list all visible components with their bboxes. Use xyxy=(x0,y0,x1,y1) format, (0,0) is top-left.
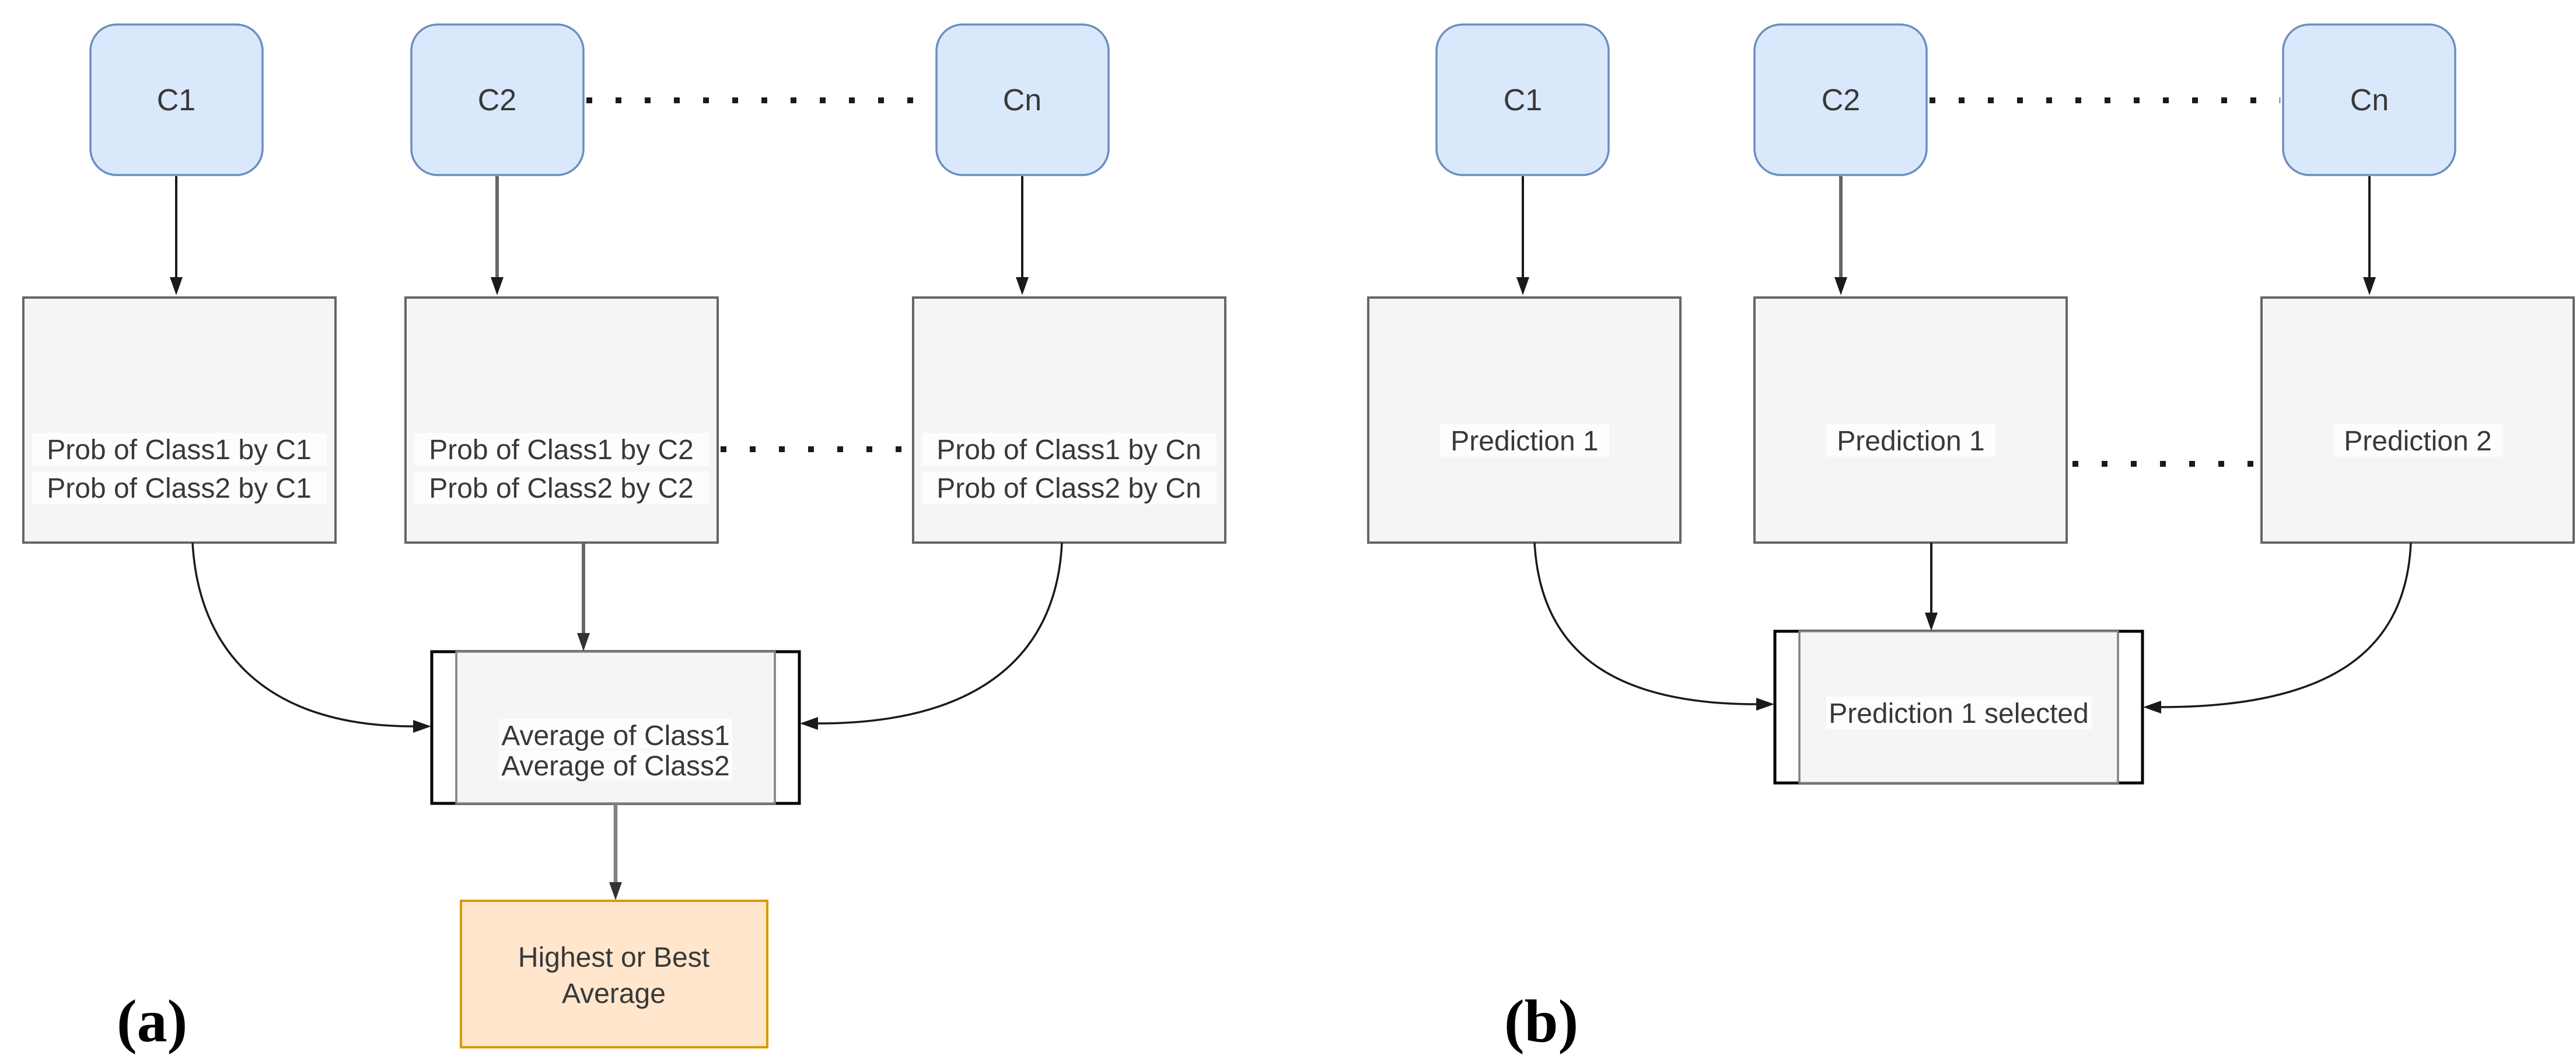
classifier-box-c1 xyxy=(1435,23,1610,176)
classifier-label: Cn xyxy=(1003,83,1041,117)
prob-box-line2: Prob of Class2 by C1 xyxy=(47,473,312,504)
label-background xyxy=(1440,424,1609,457)
prob-box-2 xyxy=(404,296,719,544)
classifier-label: C2 xyxy=(1822,83,1860,117)
label-background xyxy=(32,471,327,504)
prediction-box-label: Prediction 1 xyxy=(1837,426,1984,457)
curved-arrow-connector xyxy=(2143,542,2412,714)
result-box-line2: Average xyxy=(562,978,666,1009)
classifier-box-c2 xyxy=(410,23,585,176)
classifier-box-c1 xyxy=(89,23,264,176)
classifier-label: C1 xyxy=(157,83,195,117)
curved-arrow-connector xyxy=(191,542,431,733)
prob-box-line2: Prob of Class2 by C2 xyxy=(429,473,694,504)
average-box-line2: Average of Class2 xyxy=(501,751,729,782)
classifier-box-cn xyxy=(2282,23,2456,176)
prob-box-3 xyxy=(912,296,1226,544)
label-background xyxy=(414,433,709,466)
prob-box-1 xyxy=(22,296,337,544)
panel-a: C1 C2 Cn Prob of Class1 by C1 Prob of Cl… xyxy=(22,23,1226,1055)
classifier-label: C1 xyxy=(1504,83,1542,117)
label-background xyxy=(922,433,1217,466)
average-box-line1: Average of Class1 xyxy=(501,721,729,751)
classifier-box-cn xyxy=(935,23,1110,176)
label-background xyxy=(2333,424,2502,457)
label-background xyxy=(1826,424,1995,457)
prediction-box-2 xyxy=(1753,296,2068,544)
label-background xyxy=(32,433,327,466)
label-background xyxy=(414,471,709,504)
classifier-label: Cn xyxy=(2350,83,2389,117)
prediction-box-label: Prediction 2 xyxy=(2344,426,2491,457)
prediction-box-1 xyxy=(1367,296,1682,544)
label-background xyxy=(922,471,1217,504)
prob-box-line1: Prob of Class1 by Cn xyxy=(936,435,1201,466)
prediction-box-label: Prediction 1 xyxy=(1450,426,1598,457)
classifier-box-c2 xyxy=(1753,23,1928,176)
classifier-label: C2 xyxy=(478,83,516,117)
curved-arrow-connector xyxy=(1533,542,1774,711)
result-box-line1: Highest or Best xyxy=(518,942,709,973)
label-background xyxy=(499,750,732,781)
panel-b: C1 C2 Cn Prediction 1 Prediction 1 Predi… xyxy=(1367,23,2575,1055)
panel-b-label: (b) xyxy=(1504,988,1578,1055)
prob-box-line1: Prob of Class1 by C2 xyxy=(429,435,694,466)
prediction-box-3 xyxy=(2260,296,2575,544)
prob-box-line1: Prob of Class1 by C1 xyxy=(47,435,312,466)
label-background xyxy=(1826,697,2092,729)
label-background xyxy=(499,719,732,749)
curved-arrow-connector xyxy=(800,542,1063,730)
selected-box-label: Prediction 1 selected xyxy=(1829,698,2089,729)
panel-a-label: (a) xyxy=(117,988,187,1055)
result-box xyxy=(460,900,768,1048)
prob-box-line2: Prob of Class2 by Cn xyxy=(936,473,1201,504)
